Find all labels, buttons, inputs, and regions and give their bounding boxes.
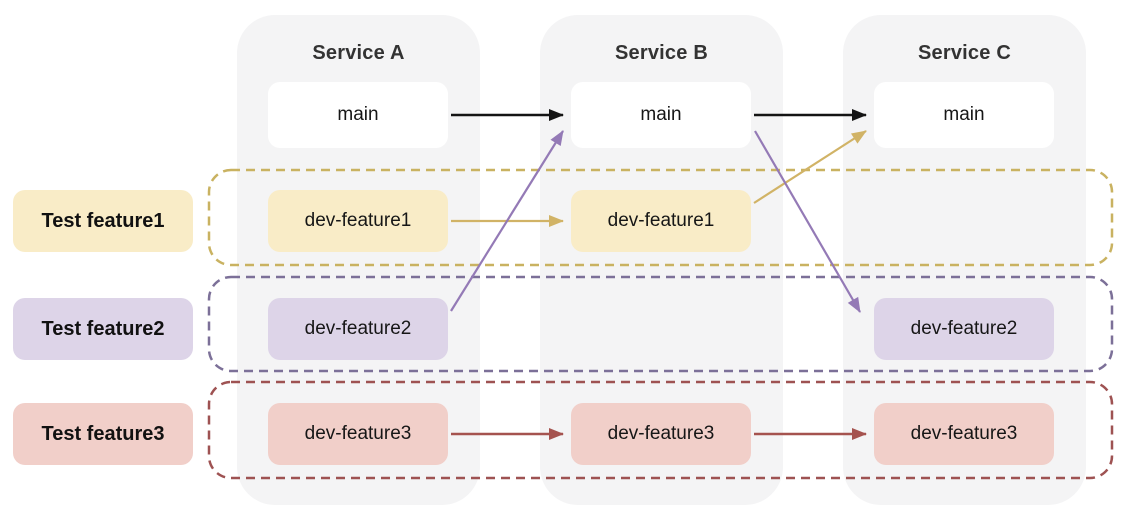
service-a-title: Service A <box>312 42 405 64</box>
service-a-dev-feature3: dev-feature3 <box>268 403 448 465</box>
service-a-dev-feature2: dev-feature2 <box>268 298 448 360</box>
service-b-title: Service B <box>615 42 708 64</box>
service-c-dev-feature3: dev-feature3 <box>874 403 1054 465</box>
service-b-dev-feature3: dev-feature3 <box>571 403 751 465</box>
test-feature1-label: Test feature1 <box>13 190 193 252</box>
service-c-title: Service C <box>918 42 1011 64</box>
service-a-dev-feature1: dev-feature1 <box>268 190 448 252</box>
test-feature2-label: Test feature2 <box>13 298 193 360</box>
test-feature3-label: Test feature3 <box>13 403 193 465</box>
service-c-dev-feature2: dev-feature2 <box>874 298 1054 360</box>
service-b-dev-feature1: dev-feature1 <box>571 190 751 252</box>
service-b-main: main <box>571 82 751 148</box>
service-c-main: main <box>874 82 1054 148</box>
service-a-main: main <box>268 82 448 148</box>
